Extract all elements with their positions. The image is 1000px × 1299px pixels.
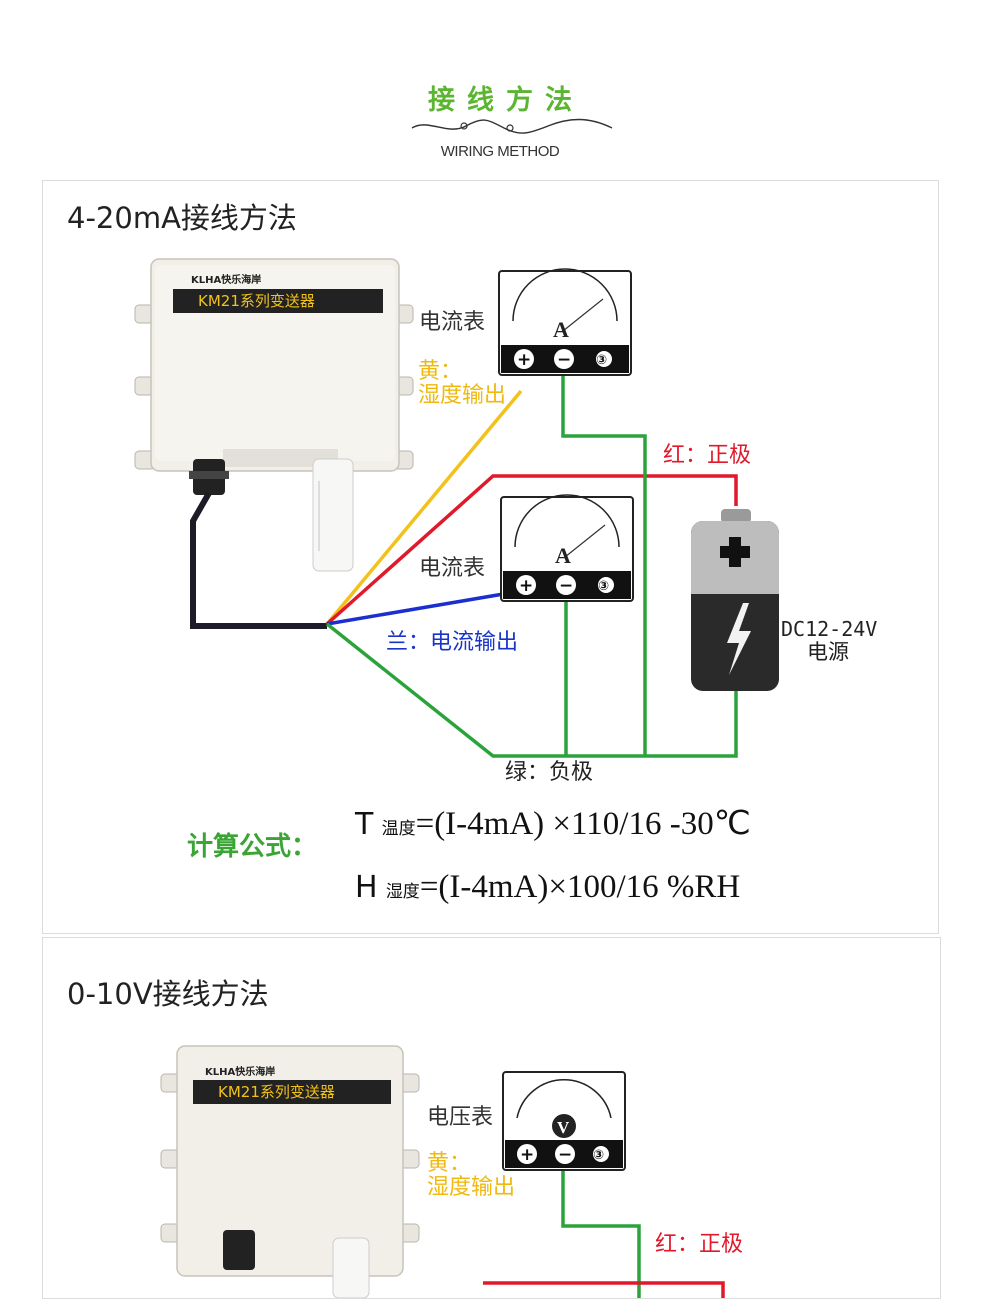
green-wire-v (561, 1170, 641, 1298)
label-blue: 兰：电流输出 (386, 630, 518, 655)
device-model: KM21系列变送器 (198, 292, 315, 310)
meter-symbol: A (553, 317, 569, 342)
label-yellow-1-v: 黄： (427, 1151, 471, 1176)
section-title: 4-20mA接线方法 (67, 201, 297, 235)
title-ornament (411, 118, 613, 134)
green-wire (325, 622, 738, 758)
ammeter-2: A + − ③ (500, 494, 634, 602)
svg-text:A: A (555, 543, 571, 568)
svg-text:③: ③ (598, 579, 609, 594)
svg-text:③: ③ (593, 1148, 604, 1163)
green-wire-meter1 (561, 371, 647, 756)
page-title: 接线方法 (428, 85, 584, 116)
label-yellow-2: 湿度输出 (418, 383, 506, 408)
red-wire-v (483, 1281, 725, 1298)
red-wire (325, 474, 738, 626)
svg-text:−: − (558, 1145, 572, 1165)
label-yellow-2-v: 湿度输出 (427, 1175, 515, 1200)
terminal-minus: − (557, 350, 571, 370)
device-brand-2: KLHA快乐海岸 (205, 1065, 275, 1078)
transmitter-device: KLHA快乐海岸 KM21系列变送器 (134, 258, 414, 572)
yellow-wire (325, 389, 523, 626)
ammeter-1: A + − ③ (498, 268, 632, 376)
wiring-diagram-voltage: KLHA快乐海岸 KM21系列变送器 V + − ③ 电压表 黄： 湿度输出 红… (160, 1045, 743, 1298)
wiring-diagram-current: KLHA快乐海岸 KM21系列变送器 A (134, 258, 877, 785)
formula-temperature: T 温度=(I-4mA) ×110/16 -30℃ (355, 806, 751, 842)
formula-humidity: H 湿度=(I-4mA)×100/16 %RH (355, 869, 741, 905)
svg-text:−: − (559, 576, 573, 596)
power-voltage: DC12-24V (781, 617, 877, 641)
page-subtitle: WIRING METHOD (440, 143, 560, 160)
terminal-three: ③ (596, 353, 607, 368)
voltmeter-symbol: V (557, 1118, 570, 1137)
device-model-2: KM21系列变送器 (218, 1083, 335, 1101)
label-yellow-1: 黄： (418, 359, 462, 384)
svg-text:+: + (520, 1145, 534, 1165)
label-red: 红：正极 (663, 443, 751, 468)
terminal-plus: + (517, 350, 531, 370)
calc-label: 计算公式： (187, 832, 318, 862)
svg-text:+: + (519, 576, 533, 596)
section-4-20ma: 4-20mA接线方法 KLHA快乐海岸 KM21系列变送器 (42, 180, 939, 934)
label-red-v: 红：正极 (655, 1232, 743, 1257)
voltmeter-label: 电压表 (427, 1105, 493, 1130)
section-0-10v: 0-10V接线方法 KLHA快乐海岸 KM21系列变送器 V (42, 937, 941, 1299)
meter-label-1: 电流表 (419, 310, 485, 335)
blue-wire (326, 589, 522, 626)
label-green: 绿：负极 (505, 760, 593, 785)
meter-label-2: 电流表 (419, 556, 485, 581)
black-cable (190, 491, 327, 629)
device-brand: KLHA快乐海岸 (191, 273, 261, 286)
power-label: 电源 (807, 640, 849, 664)
battery (691, 509, 779, 691)
section-title-2: 0-10V接线方法 (67, 977, 269, 1011)
voltmeter: V + − ③ (502, 1071, 626, 1171)
transmitter-device-2: KLHA快乐海岸 KM21系列变送器 (160, 1045, 420, 1298)
